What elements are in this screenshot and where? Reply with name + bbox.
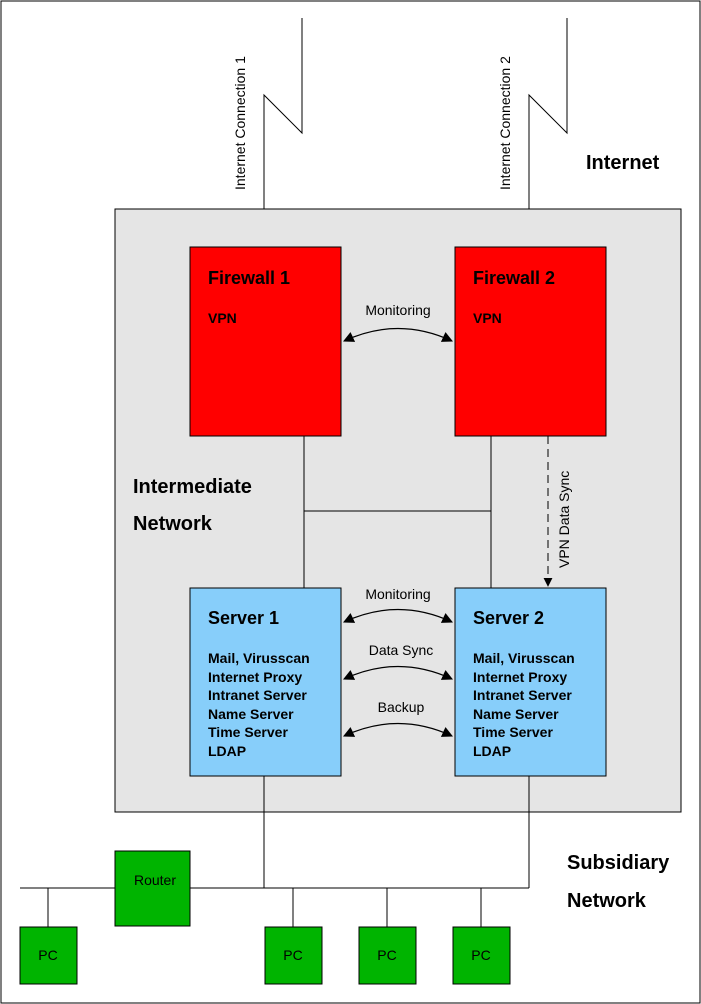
internet-connection-1-line: [263, 18, 303, 209]
internet-connection-2-label: Internet Connection 2: [497, 56, 513, 190]
router-box: [114, 850, 191, 927]
firewall-2-title: Firewall 2: [473, 268, 555, 288]
firewall-monitoring-label: Monitoring: [365, 302, 430, 318]
server-2-service: LDAP: [473, 743, 511, 759]
pc-2-label: PC: [283, 947, 302, 963]
server-1-title: Server 1: [208, 608, 279, 628]
server-1-service: Mail, Virusscan: [208, 650, 310, 666]
router-label: Router: [134, 872, 176, 888]
pc-3-label: PC: [377, 947, 396, 963]
pc-1-box: [19, 926, 78, 985]
data-sync-label: Data Sync: [369, 642, 434, 658]
subsidiary-region-label-line2: Network: [567, 890, 647, 912]
firewall-1-subtitle: VPN: [208, 310, 237, 326]
intermediate-region-label-line2: Network: [133, 513, 213, 535]
firewall-monitoring-arrow: [343, 328, 453, 342]
server-2-service: Intranet Server: [473, 687, 572, 703]
firewall-1-title: Firewall 1: [208, 268, 290, 288]
server-2-services: Mail, Virusscan Internet Proxy Intranet …: [473, 650, 579, 759]
intermediate-region-label-line1: Intermediate: [133, 476, 252, 498]
server-1-service: Internet Proxy: [208, 669, 302, 685]
subsidiary-region-label-line1: Subsidiary: [567, 852, 670, 874]
internet-connection-2-line: [528, 18, 568, 209]
internet-region-label: Internet: [586, 152, 660, 174]
backup-label: Backup: [378, 699, 425, 715]
server-2-service: Internet Proxy: [473, 669, 567, 685]
firewall-2-subtitle: VPN: [473, 310, 502, 326]
server-1-service: Name Server: [208, 706, 294, 722]
pc-2-box: [264, 926, 323, 985]
vpn-data-sync-label: VPN Data Sync: [556, 471, 572, 568]
data-sync-arrow: [343, 666, 453, 680]
server-1-service: Intranet Server: [208, 687, 307, 703]
pc-4-box: [452, 926, 511, 985]
server-2-service: Name Server: [473, 706, 559, 722]
internet-connection-1-label: Internet Connection 1: [232, 56, 248, 190]
server-2-box: [454, 587, 607, 777]
server-1-service: Time Server: [208, 724, 288, 740]
firewall-2-box: [454, 246, 607, 437]
server-1-box: [189, 587, 342, 777]
server-1-services: Mail, Virusscan Internet Proxy Intranet …: [208, 650, 314, 759]
server-2-title: Server 2: [473, 608, 544, 628]
pc-1-label: PC: [38, 947, 57, 963]
backup-arrow: [343, 723, 453, 737]
server-2-service: Time Server: [473, 724, 553, 740]
pc-3-box: [358, 926, 417, 985]
firewall-1-box: [189, 246, 342, 437]
server-2-service: Mail, Virusscan: [473, 650, 575, 666]
server-monitoring-label: Monitoring: [365, 586, 430, 602]
server-monitoring-arrow: [343, 609, 453, 623]
pc-4-label: PC: [471, 947, 490, 963]
server-1-service: LDAP: [208, 743, 246, 759]
